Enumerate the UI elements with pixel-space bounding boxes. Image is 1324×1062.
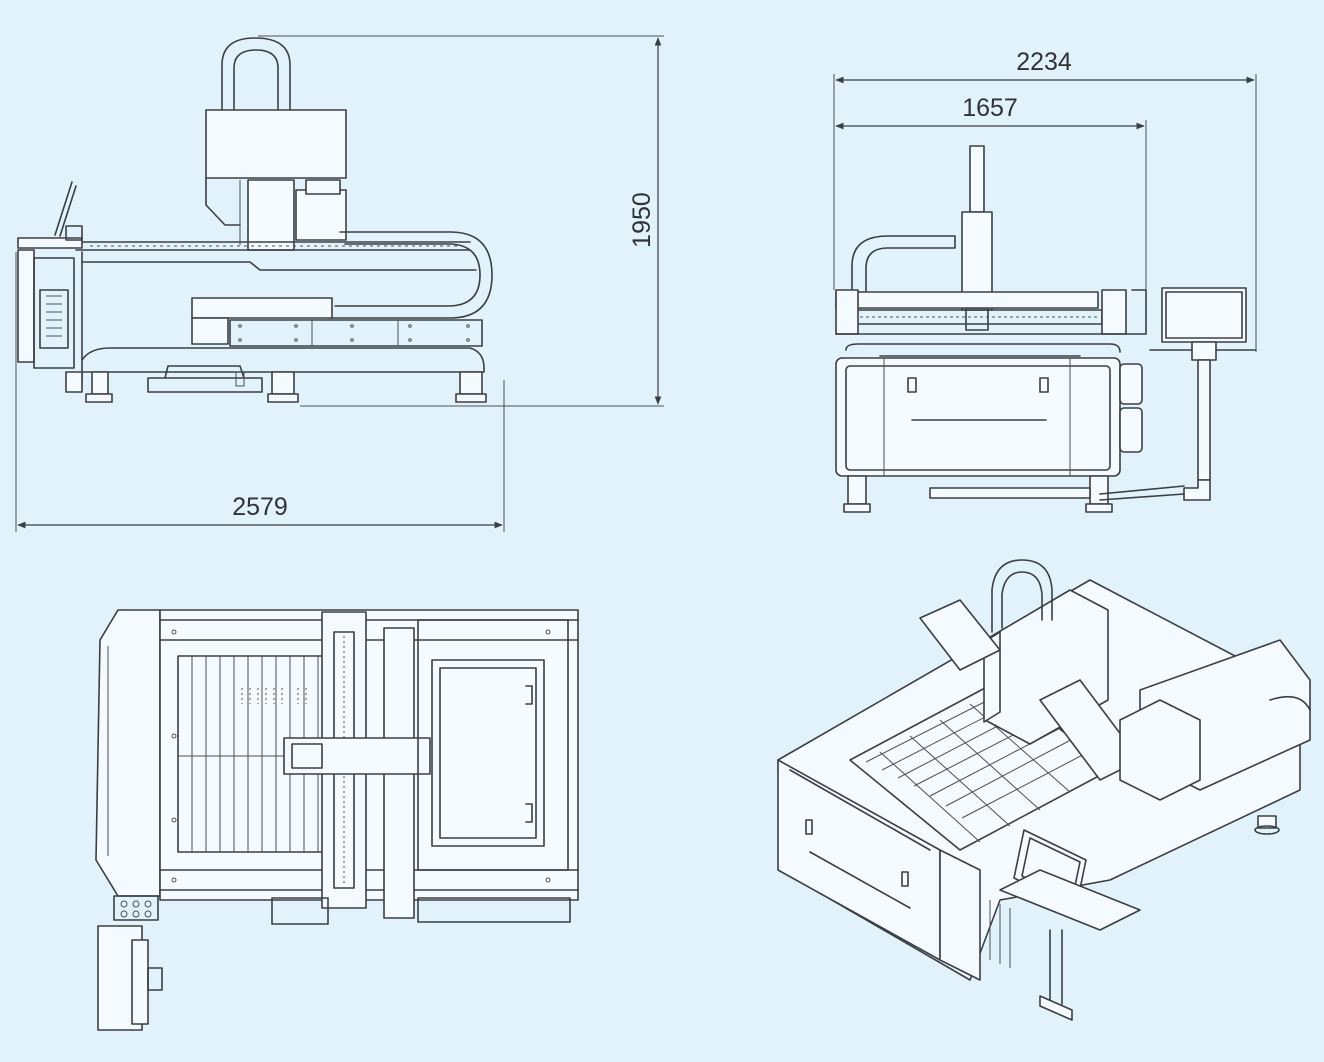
dim-height-label: 1950 [628, 192, 656, 248]
front-view: 2234 1657 [833, 48, 1257, 513]
isometric-view [777, 559, 1311, 1021]
side-view: 2579 1950 [15, 35, 664, 532]
dim-frame-width-label: 1657 [962, 94, 1018, 122]
dim-overall-width-label: 2234 [1016, 48, 1072, 76]
top-view [95, 609, 579, 1031]
dim-length-label: 2579 [232, 493, 288, 521]
